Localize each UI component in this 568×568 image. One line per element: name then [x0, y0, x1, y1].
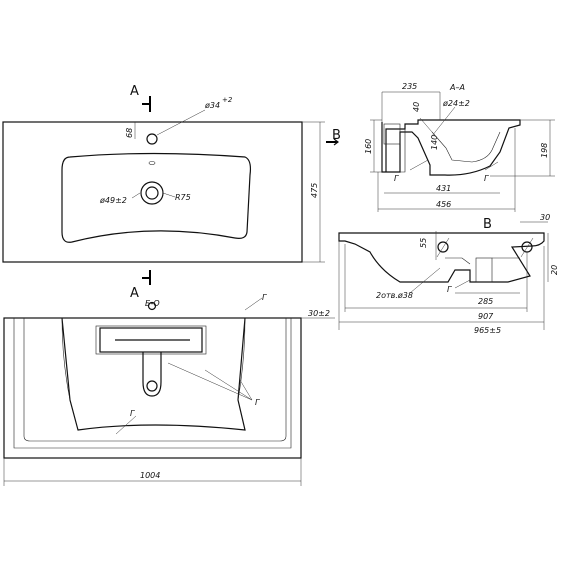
view-b-hole-left	[437, 241, 449, 253]
label-235: 235	[402, 82, 417, 91]
label-g-b: Г	[447, 285, 452, 294]
label-g-front-right: Г	[255, 398, 260, 407]
label-198: 198	[540, 143, 549, 158]
label-g-front-bottom: Г	[130, 409, 135, 418]
label-g-front-top: Г	[262, 293, 267, 302]
label-d49: ø49±2	[99, 196, 127, 205]
front-bo-hole	[147, 301, 157, 311]
front-inner-frame	[13, 318, 292, 449]
label-431: 431	[436, 184, 451, 193]
top-view-outline	[2, 121, 303, 263]
label-907: 907	[478, 312, 494, 321]
label-section-a-bottom: A	[130, 286, 139, 301]
front-bowl	[61, 317, 246, 431]
view-b-inner-line	[445, 257, 520, 265]
label-1004: 1004	[140, 471, 160, 480]
label-d34: ø34	[204, 101, 220, 110]
leader-g-left	[409, 159, 429, 171]
front-drain-pipe	[142, 352, 162, 397]
drain-outer	[140, 181, 164, 205]
label-view-b: B	[483, 217, 492, 232]
leader-d49	[131, 192, 141, 199]
label-40: 40	[412, 102, 421, 112]
label-d34-tol: +2	[222, 96, 233, 104]
view-b-outline	[338, 232, 545, 283]
section-aa-view: 235 A–A 40 ø24±2 140 160 198 431 456 Г Г	[364, 82, 555, 212]
leader-g-front-top	[244, 297, 263, 311]
label-holes: 2отв.ø38	[376, 291, 413, 300]
leader-g-front-1	[167, 362, 253, 401]
section-wall	[400, 129, 406, 173]
label-30-2: 30±2	[308, 309, 330, 318]
leader-g-right	[484, 161, 499, 171]
tap-hole	[146, 133, 158, 145]
front-bowl-curve	[61, 317, 246, 401]
label-section-a-top: A	[130, 84, 139, 99]
leader-g-b	[454, 279, 471, 289]
leader-r75	[162, 192, 176, 198]
label-160: 160	[364, 139, 373, 154]
section-bowl-inner	[431, 131, 501, 163]
label-68: 68	[125, 128, 134, 138]
leader-g-front-bottom	[115, 415, 137, 435]
label-g-aa-left: Г	[394, 174, 399, 183]
label-285: 285	[478, 297, 493, 306]
view-b-hole-left-axis	[436, 237, 450, 258]
section-tap-hole	[383, 123, 401, 145]
leader-d24	[431, 106, 456, 137]
drain-inner	[145, 186, 159, 200]
view-b-hole-right-axis	[520, 237, 534, 258]
leader-g-front-3	[239, 379, 253, 401]
overflow-hole	[148, 161, 156, 165]
label-20: 20	[550, 265, 559, 275]
label-55: 55	[419, 238, 428, 248]
front-tap-block	[99, 327, 203, 353]
leader-40	[419, 117, 433, 133]
label-d24: ø24±2	[442, 99, 470, 108]
front-drain-hole	[146, 380, 158, 392]
label-475: 475	[310, 183, 319, 198]
leader-g-front-2	[204, 369, 253, 401]
bowl-outline	[61, 152, 252, 243]
label-140: 140	[430, 135, 439, 150]
front-tap-block-outer	[95, 325, 207, 355]
label-r75: R75	[175, 193, 191, 202]
top-view: A A B ø34 +2 ø49±2 R75 68 475	[2, 84, 341, 301]
view-b-arrow-head	[333, 138, 339, 146]
view-b-drain	[475, 257, 493, 283]
front-view-outline	[3, 317, 302, 459]
label-456: 456	[436, 200, 451, 209]
leader-holes	[409, 267, 441, 294]
front-inner-frame-2	[23, 318, 287, 442]
front-view: Б-О Г Г Г 30±2 1004	[3, 293, 335, 486]
leader-d34	[156, 109, 206, 136]
label-g-aa-right: Г	[484, 174, 489, 183]
view-b: B 30 20 55 2отв.ø38 Г 285 907 965±5	[338, 213, 559, 335]
label-965: 965±5	[474, 326, 501, 335]
label-bo: Б-О	[145, 299, 160, 308]
label-view-b-arrow: B	[332, 128, 341, 143]
label-section-aa: A–A	[449, 83, 465, 92]
label-30: 30	[540, 213, 550, 222]
section-profile-outer	[381, 119, 521, 176]
